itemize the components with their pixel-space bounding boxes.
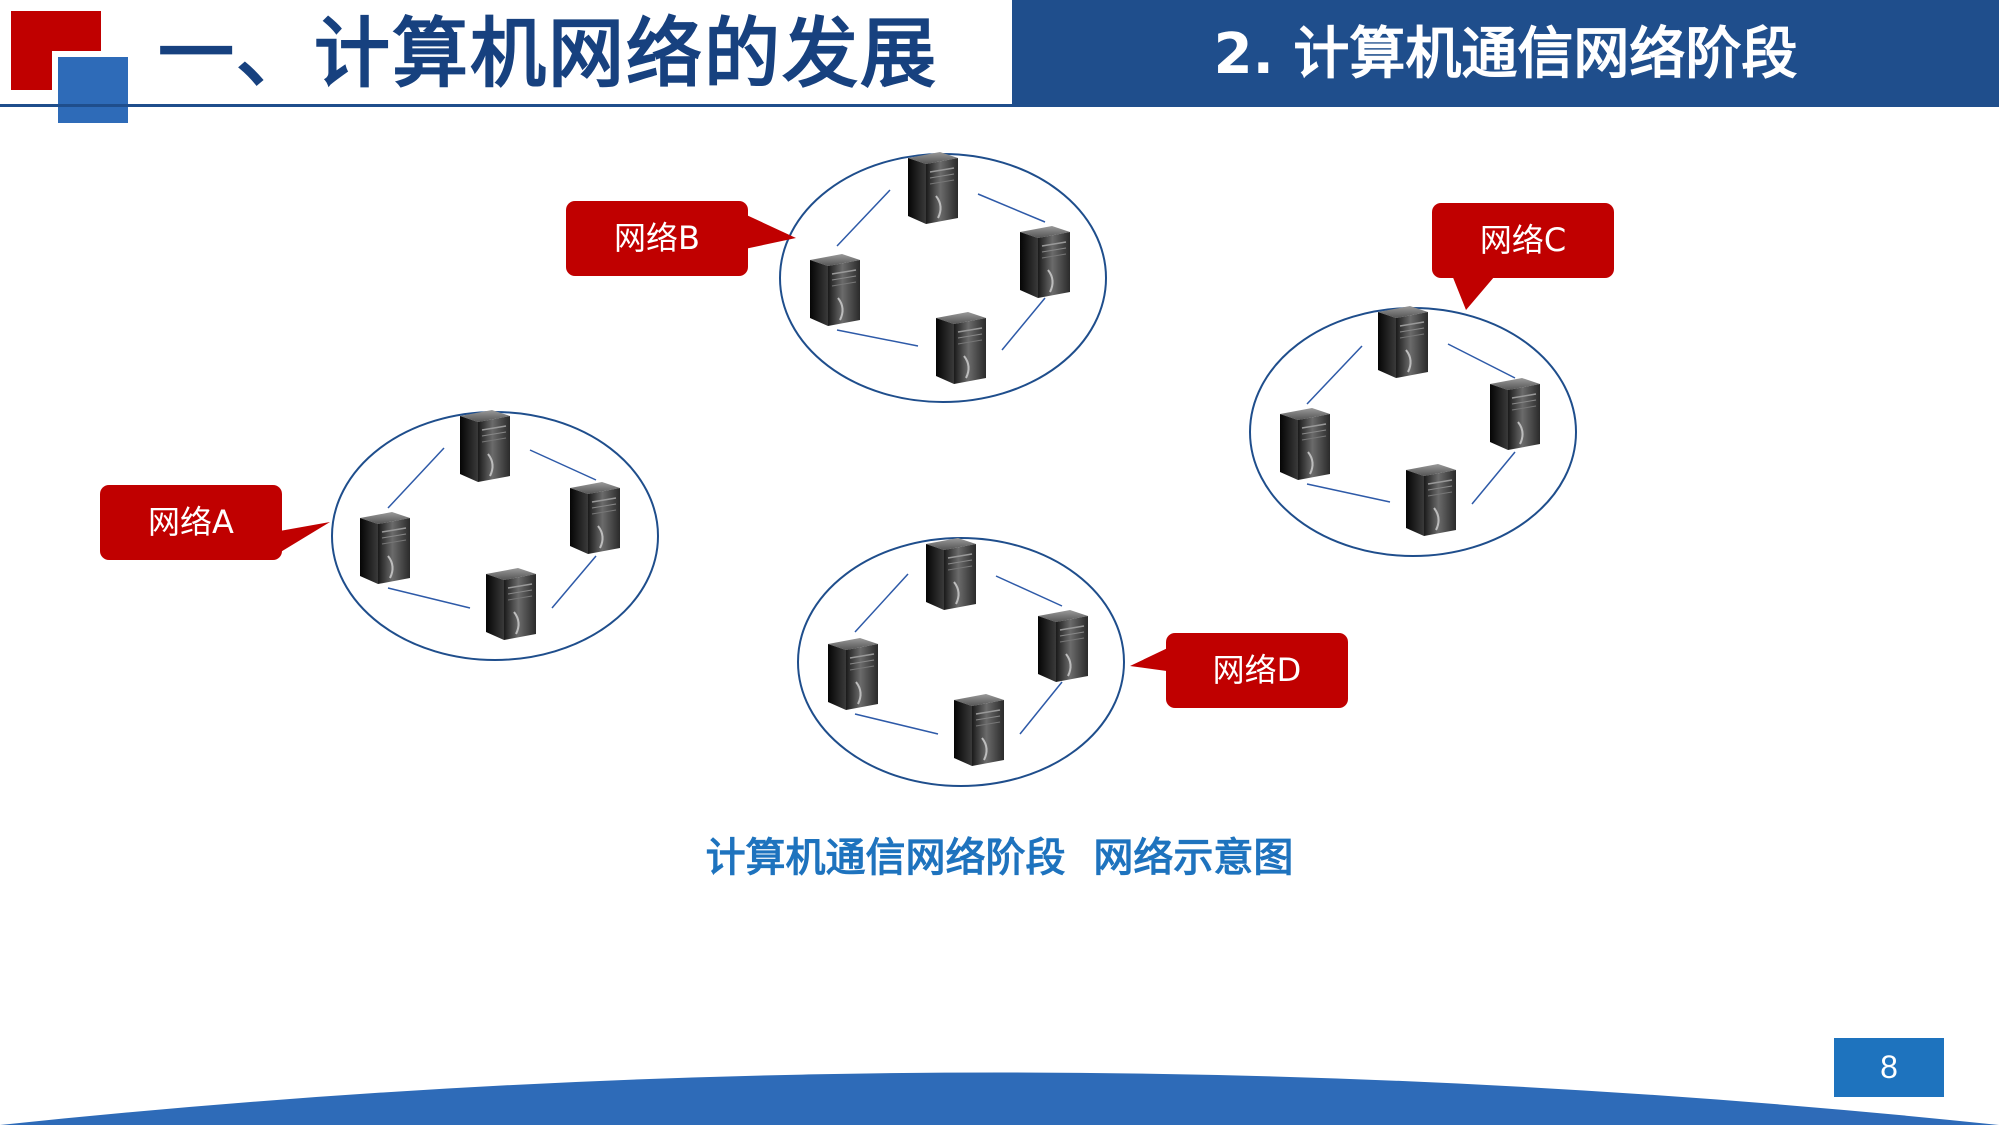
footer-wave [0, 1072, 1999, 1125]
network-d-label: 网络D [1212, 651, 1302, 689]
page-title: 一、计算机网络的发展 [158, 9, 938, 98]
header-rule [0, 104, 1999, 107]
network-cluster-c [1249, 305, 1577, 557]
server-tower-icon [1037, 609, 1089, 683]
network-ellipse [797, 537, 1125, 787]
callout-network-a [100, 485, 330, 560]
server-tower-icon [809, 253, 861, 327]
server-tower-icon [827, 637, 879, 711]
network-c-label: 网络C [1479, 221, 1567, 259]
server-tower-icon [485, 567, 537, 641]
page-number: 8 [1834, 1038, 1944, 1097]
server-tower-icon [1019, 225, 1071, 299]
link-line [387, 447, 597, 609]
network-cluster-b [779, 151, 1107, 403]
server-tower-icon [569, 481, 621, 555]
network-a-label: 网络A [148, 503, 234, 541]
logo-blue-square [58, 57, 128, 123]
section-subtitle: 2. 计算机通信网络阶段 [1213, 22, 1798, 87]
server-tower-icon [1377, 305, 1429, 379]
network-b-label: 网络B [614, 219, 700, 257]
network-cluster-a [331, 409, 659, 661]
server-tower-icon [907, 151, 959, 225]
callout-network-c [1432, 203, 1614, 310]
header-band [1012, 0, 1999, 107]
server-tower-icon [1489, 377, 1541, 451]
server-tower-icon [935, 311, 987, 385]
server-tower-icon [1279, 407, 1331, 481]
link-line [854, 573, 1063, 735]
callout-network-b [566, 201, 796, 276]
link-line [836, 189, 1046, 351]
server-tower-icon [1405, 463, 1457, 537]
server-tower-icon [925, 537, 977, 611]
server-tower-icon [953, 693, 1005, 767]
server-tower-icon [459, 409, 511, 483]
link-line [1306, 343, 1516, 505]
callout-network-d [1130, 633, 1348, 708]
diagram-caption: 计算机通信网络阶段 网络示意图 [705, 835, 1294, 881]
network-cluster-d [797, 537, 1125, 787]
server-tower-icon [359, 511, 411, 585]
